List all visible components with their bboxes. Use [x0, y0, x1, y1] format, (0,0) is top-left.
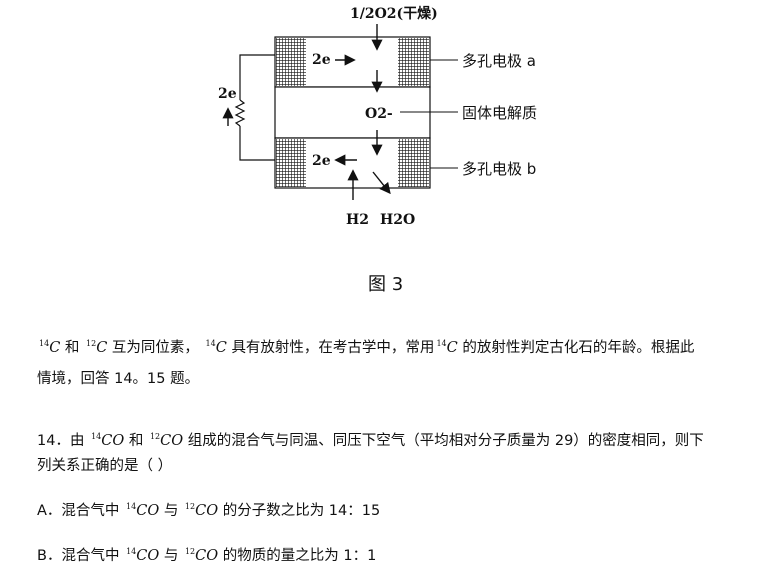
electron-side-label: 2e: [218, 86, 237, 102]
intro-line-2: 情境，回答 14。15 题。: [37, 371, 200, 387]
text: 组成的混合气与同温、同压下空气（平均相对分子质量为 29）的密度相同，则下: [187, 433, 704, 449]
isotope-mass: 14: [39, 339, 50, 348]
option-a: A．混合气中 14CO 与 12CO 的分子数之比为 14：15: [37, 497, 380, 521]
electrode-a-label: 多孔电极 a: [462, 52, 536, 70]
electron-top-label: 2e: [312, 52, 331, 68]
electron-bottom-label: 2e: [312, 153, 331, 169]
text: 与: [163, 503, 179, 519]
isotope-mass: 12: [86, 339, 97, 348]
question-14-line-2: 列关系正确的是（ ）: [37, 458, 173, 474]
text: 的放射性判定古化石的年龄。根据此: [462, 340, 695, 356]
text: 的物质的量之比为 1：1: [222, 548, 377, 564]
text: 互为同位素，: [111, 340, 199, 356]
water-label: H2O: [380, 212, 415, 228]
electrode-b-label: 多孔电极 b: [462, 160, 536, 178]
text: 与: [163, 548, 179, 564]
text: 和: [128, 433, 144, 449]
isotope-mass: 14: [91, 432, 102, 441]
element-symbol: C: [215, 340, 227, 356]
electrode-b-block: [274, 137, 431, 189]
text: 的分子数之比为 14：15: [222, 503, 381, 519]
element-symbol: C: [96, 340, 108, 356]
isotope-mass: 14: [205, 339, 216, 348]
text: B．混合气中: [37, 548, 120, 564]
figure-caption: 图 3: [368, 274, 404, 295]
isotope-mass: 14: [126, 547, 137, 556]
text: 具有放射性，在考古学中，常用: [231, 340, 435, 356]
isotope-mass: 12: [184, 547, 196, 556]
external-circuit: [234, 54, 275, 161]
text: 和: [64, 340, 80, 356]
label-pointers: [400, 59, 458, 169]
molecule-formula: CO: [136, 548, 160, 564]
element-symbol: C: [49, 340, 61, 356]
oxide-ion-label: O2-: [365, 106, 393, 122]
molecule-formula: CO: [195, 503, 219, 519]
molecule-formula: CO: [195, 548, 219, 564]
isotope-mass: 12: [149, 432, 161, 441]
molecule-formula: CO: [136, 503, 160, 519]
isotope-mass: 14: [436, 339, 447, 348]
text: 14．由: [37, 433, 85, 449]
isotope-mass: 12: [184, 502, 196, 511]
oxygen-label: 1/2O2(干燥): [350, 5, 438, 22]
molecule-formula: CO: [101, 433, 125, 449]
water-out-arrow: [372, 171, 391, 195]
text: A．混合气中: [37, 503, 120, 519]
element-symbol: C: [446, 340, 458, 356]
isotope-mass: 14: [126, 502, 137, 511]
electrode-a-block: [274, 36, 431, 88]
hydrogen-label: H2: [346, 212, 369, 228]
question-14-line-1: 14．由 14CO 和 12CO 组成的混合气与同温、同压下空气（平均相对分子质…: [37, 427, 704, 451]
molecule-formula: CO: [160, 433, 184, 449]
electrolyte-label: 固体电解质: [462, 104, 537, 122]
option-b: B．混合气中 14CO 与 12CO 的物质的量之比为 1：1: [37, 542, 376, 566]
fuel-cell-diagram: 1/2O2(干燥) 2e 2e O2- 2e H2 H2O 多孔电极 a 固体电…: [218, 5, 537, 228]
